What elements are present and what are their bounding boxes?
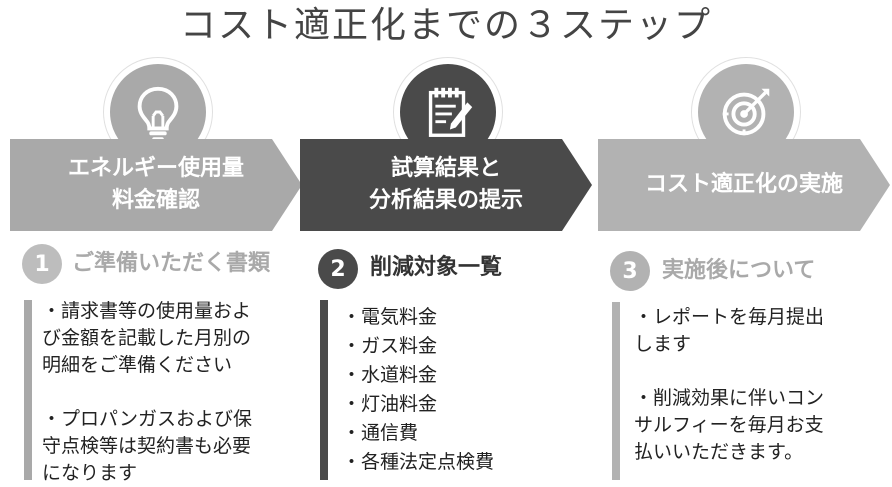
page-title: コスト適正化までの３ステップ (179, 5, 712, 46)
clipboard-pencil-icon (428, 87, 473, 137)
step1-header-arrow: エネルギー使用量 料金確認 (10, 139, 302, 231)
step3-number-badge: 3 (610, 251, 650, 291)
step3-header-arrow: コスト適正化の実施 (598, 139, 890, 231)
step2-body: ・電気料金 ・ガス料金 ・水道料金 ・灯油料金 ・通信費 ・各種法定点検費 (342, 303, 582, 477)
step1-paragraph: ・プロパンガスおよび保 守点検等は契約書も必要 になります (42, 406, 292, 487)
step1-paragraph: ・請求書等の使用量およ び金額を記載した月別の 明細をご準備ください (42, 298, 292, 379)
step2-subheading: 削減対象一覧 (370, 255, 503, 280)
step1-subheading: ご準備いただく書類 (72, 251, 271, 276)
text-line: ・プロパンガスおよび保 (42, 408, 252, 430)
step1-header-line: 料金確認 (111, 188, 200, 213)
step3-header-line: コスト適正化の実施 (644, 172, 843, 197)
text-line: 守点検等は契約書も必要 (42, 435, 252, 457)
step1-header-line: エネルギー使用量 (67, 156, 244, 181)
list-item: ・水道料金 (342, 364, 438, 386)
step1-body: ・請求書等の使用量およ び金額を記載した月別の 明細をご準備ください ・プロパン… (42, 298, 292, 487)
step2-header-arrow: 試算結果と 分析結果の提示 (300, 139, 592, 231)
step3-accent-bar (612, 302, 620, 480)
text-line: ・請求書等の使用量およ (42, 300, 252, 322)
step3-body: ・レポートを毎月提出 します ・削減効果に伴いコン サルフィーを毎月お支 払いい… (634, 304, 884, 466)
text-line: ・レポートを毎月提出 (634, 306, 825, 328)
reduction-target-list: ・電気料金 ・ガス料金 ・水道料金 ・灯油料金 ・通信費 ・各種法定点検費 (342, 303, 582, 477)
list-item: ・各種法定点検費 (342, 451, 495, 473)
step1-accent-bar (24, 300, 32, 480)
text-line: サルフィーを毎月お支 (634, 414, 824, 436)
step2-accent-bar (320, 300, 328, 480)
text-line: 払いいただきます。 (634, 441, 804, 463)
list-item: ・電気料金 (342, 306, 438, 328)
step2-header-line: 分析結果の提示 (368, 188, 523, 213)
step3-paragraph: ・削減効果に伴いコン サルフィーを毎月お支 払いいただきます。 (634, 385, 884, 466)
step1-number-badge: 1 (22, 244, 62, 284)
step3-subheading: 実施後について (662, 258, 816, 283)
text-line: になります (42, 462, 138, 484)
step2-header-line: 試算結果と (390, 156, 501, 181)
step3-paragraph: ・レポートを毎月提出 します (634, 304, 884, 358)
text-line: ・削減効果に伴いコン (634, 387, 825, 409)
lightbulb-icon (137, 86, 179, 142)
target-arrow-icon (722, 88, 770, 136)
step2-number-badge: 2 (318, 249, 358, 289)
text-line: します (634, 333, 692, 355)
list-item: ・通信費 (342, 422, 419, 444)
list-item: ・灯油料金 (342, 393, 438, 415)
text-line: 明細をご準備ください (42, 354, 233, 376)
list-item: ・ガス料金 (342, 335, 438, 357)
text-line: び金額を記載した月別の (42, 327, 252, 349)
